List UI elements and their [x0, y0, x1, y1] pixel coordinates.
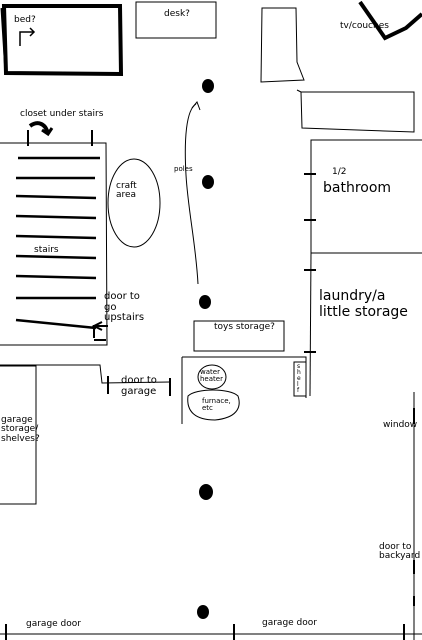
pole-dot: [199, 295, 211, 309]
shelf-box: [293, 361, 307, 397]
bathroom-outline: [310, 139, 422, 254]
bed-label: bed?: [14, 15, 36, 25]
stair-tread: [15, 254, 97, 260]
stair-tread: [15, 234, 97, 240]
poles-line: [184, 103, 199, 285]
pole-dot: [202, 175, 214, 189]
toys-storage-box: [193, 320, 285, 352]
craft-area-label: craft area: [116, 181, 137, 201]
bed-arrow-head: [29, 27, 36, 37]
water-heater-shape: [197, 364, 227, 390]
couch-thick: [358, 0, 422, 41]
door-backyard-label: door to backyard: [379, 542, 421, 562]
stair-tread: [15, 274, 97, 280]
window-label: window: [383, 420, 418, 430]
pole-dot: [199, 484, 213, 500]
bed-headboard: [0, 7, 8, 73]
pole-dot: [197, 605, 209, 619]
garage-door-left-label: garage door: [26, 619, 81, 629]
laundry-label: laundry/a little storage: [319, 288, 408, 321]
desk-box: [135, 1, 217, 39]
door-garage-label: door to garage: [121, 375, 157, 397]
stair-tread: [15, 194, 97, 200]
furnace-shape: [187, 389, 240, 421]
poles-label: poles: [174, 165, 193, 173]
toys-storage-label: toys storage?: [214, 322, 275, 332]
craft-area-shape: [107, 158, 161, 248]
garage-storage-outline: [0, 365, 37, 505]
stairs-door-wall: [0, 364, 171, 384]
stairs-label: stairs: [34, 245, 59, 255]
shelf-label: s h e l f: [297, 363, 301, 394]
garage-storage-label: garage storage/ shelves?: [1, 415, 40, 444]
couch-outline: [260, 7, 305, 83]
bathroom-label: bathroom: [323, 180, 392, 196]
tv-couches-label: tv/couches: [340, 21, 389, 31]
sofa-outline: [296, 89, 415, 133]
closet-label: closet under stairs: [20, 109, 104, 119]
furnace-label: furnace, etc: [202, 397, 231, 412]
garage-door-right-label: garage door: [262, 618, 317, 628]
closet-arrow: [28, 121, 50, 135]
door-upstairs-label: door to go upstairs: [104, 291, 145, 323]
stair-tread: [15, 318, 97, 330]
poles-arrow-top: [191, 101, 201, 111]
half-bath-label: 1/2: [332, 167, 347, 177]
door-up-arrow-head: [91, 321, 103, 331]
closet-arrow-head: [41, 127, 54, 137]
stair-tread: [15, 214, 97, 220]
bed-arrow: [19, 31, 34, 46]
desk-label: desk?: [164, 9, 190, 19]
laundry-outline: [309, 252, 312, 397]
water-heater-label: water heater: [200, 368, 223, 383]
pole-dot: [202, 79, 214, 93]
stairs-enclosure: [0, 142, 108, 346]
